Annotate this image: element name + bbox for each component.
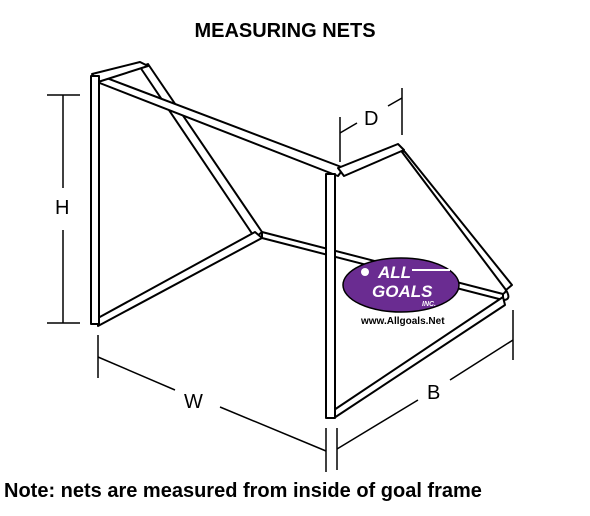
- base-dimension: B: [336, 310, 514, 470]
- logo-suffix: INC.: [422, 301, 436, 308]
- height-dimension: H: [47, 94, 80, 324]
- logo-line1: ALL: [377, 263, 411, 282]
- height-label: H: [55, 197, 69, 219]
- logo-url: www.Allgoals.Net: [360, 316, 445, 327]
- width-dimension: W: [97, 335, 327, 472]
- logo-badge: [342, 257, 460, 313]
- logo-line2: GOALS: [372, 282, 433, 301]
- depth-label: D: [364, 108, 378, 130]
- player-icon: [361, 268, 369, 276]
- page-title: MEASURING NETS: [194, 20, 376, 42]
- base-label: B: [427, 382, 440, 404]
- width-label: W: [184, 391, 203, 413]
- measurement-note: Note: nets are measured from inside of g…: [4, 480, 482, 502]
- allgoals-logo: ALL GOALS INC. www.Allgoals.Net: [342, 257, 460, 327]
- goal-frame: [90, 61, 513, 419]
- depth-dimension: D: [339, 88, 403, 162]
